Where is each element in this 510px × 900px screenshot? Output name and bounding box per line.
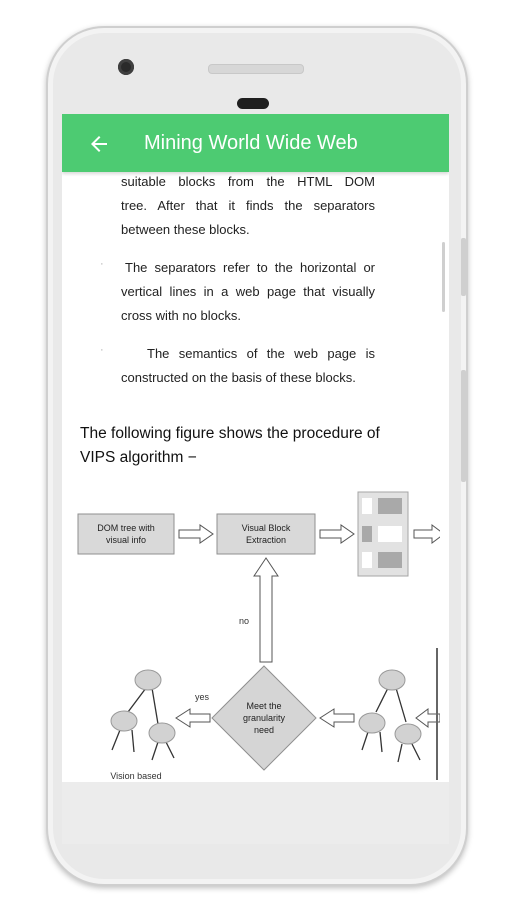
app-bar: Mining World Wide Web bbox=[62, 114, 449, 172]
block-extraction-box bbox=[216, 513, 316, 555]
dom-tree-label-2: visual info bbox=[106, 535, 146, 545]
proximity-sensor bbox=[237, 98, 269, 109]
dom-tree-label-1: DOM tree with bbox=[97, 523, 155, 533]
paragraph-line: tree. After that it finds the separators bbox=[121, 198, 375, 213]
paragraph-line: suitable blocks from the HTML DOM bbox=[121, 174, 375, 189]
back-arrow-icon[interactable] bbox=[87, 132, 111, 156]
arrow-up bbox=[253, 557, 279, 663]
article-content[interactable]: suitable blocks from the HTML DOM tree. … bbox=[62, 172, 449, 782]
paragraph-separators: The separators refer to the horizontal o… bbox=[121, 260, 375, 323]
arrow-right bbox=[413, 524, 440, 544]
vision-based-label: Vision based bbox=[110, 771, 161, 780]
front-camera bbox=[118, 59, 134, 75]
paragraph-blocks: suitable blocks from the HTML DOM tree. … bbox=[121, 172, 375, 242]
vips-diagram: DOM tree with visual info Visual Block E… bbox=[76, 488, 440, 780]
diamond-label-1: Meet the bbox=[246, 701, 281, 711]
arrow-right bbox=[319, 524, 355, 544]
block-extraction-label-1: Visual Block bbox=[242, 523, 291, 533]
paragraph-semantics: The semantics of the web page is constru… bbox=[121, 346, 375, 385]
figure-intro: The following figure shows the procedure… bbox=[80, 425, 380, 466]
yes-label: yes bbox=[195, 692, 210, 702]
diamond-label-2: granularity bbox=[243, 713, 286, 723]
page-title: Mining World Wide Web bbox=[144, 132, 358, 154]
scrollbar[interactable] bbox=[442, 242, 445, 312]
arrow-left bbox=[175, 708, 211, 728]
screen: Mining World Wide Web suitable blocks fr… bbox=[62, 114, 449, 782]
tree-right bbox=[361, 687, 421, 763]
volume-button bbox=[461, 238, 466, 296]
earpiece-speaker bbox=[208, 64, 304, 74]
bullet-marker: · bbox=[100, 258, 104, 270]
granularity-diamond bbox=[211, 665, 317, 771]
paragraph-line: between these blocks. bbox=[121, 222, 250, 237]
screen-bottom-area bbox=[62, 782, 449, 844]
block-extraction-label-2: Extraction bbox=[246, 535, 286, 545]
tree-left bbox=[111, 687, 175, 761]
dom-tree-box bbox=[77, 513, 175, 555]
no-label: no bbox=[239, 616, 249, 626]
arrow-right bbox=[178, 524, 214, 544]
power-button bbox=[461, 370, 466, 482]
bullet-marker: · bbox=[100, 344, 104, 356]
arrow-left bbox=[319, 708, 355, 728]
diamond-label-3: need bbox=[254, 725, 274, 735]
